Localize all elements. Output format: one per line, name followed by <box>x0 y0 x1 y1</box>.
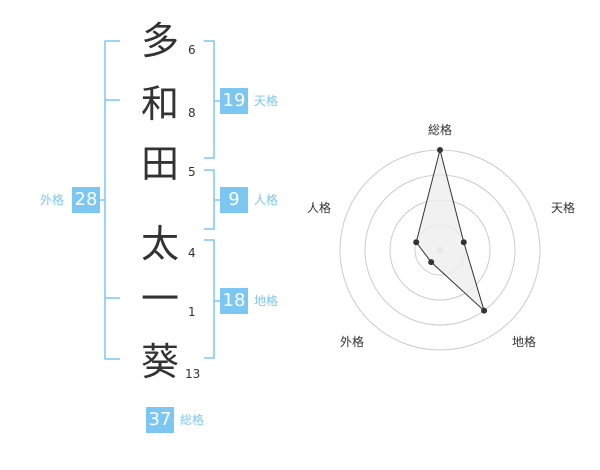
radar-point-2 <box>460 239 467 246</box>
name-char-1: 多 <box>140 19 180 63</box>
stroke-count-5: 1 <box>188 305 196 319</box>
tenkaku-bracket <box>204 40 215 159</box>
radar-axis-label-soukaku: 総格 <box>427 123 453 137</box>
stroke-count-2: 8 <box>188 106 196 120</box>
radar-axis-label-gaikaku: 外格 <box>339 335 365 349</box>
chikaku-label: 地格 <box>254 294 279 308</box>
tenkaku-badge: 19 <box>220 88 248 114</box>
stroke-count-3: 5 <box>188 165 196 179</box>
gaikaku-label: 外格 <box>40 193 65 207</box>
radar-point-1 <box>437 147 443 153</box>
radar-point-5 <box>413 239 420 246</box>
chikaku-badge: 18 <box>220 288 248 314</box>
radar-polygon <box>415 149 486 313</box>
stroke-count-6: 13 <box>185 367 201 381</box>
gaikaku-badge: 28 <box>72 187 100 213</box>
radar-axis-label-jinkaku: 人格 <box>306 201 332 215</box>
name-char-5: 一 <box>140 277 180 321</box>
stroke-count-1: 6 <box>188 43 196 57</box>
name-char-6: 葵 <box>140 340 180 384</box>
name-char-2: 和 <box>140 82 180 126</box>
name-char-3: 田 <box>140 142 180 186</box>
jinkaku-label: 人格 <box>254 193 279 207</box>
name-char-4: 太 <box>140 222 180 266</box>
radar-axis-label-tenkaku: 天格 <box>550 201 576 215</box>
radar-point-4 <box>428 259 435 266</box>
stroke-count-4: 4 <box>188 246 196 260</box>
jinkaku-badge: 9 <box>220 187 248 213</box>
radar-point-3 <box>481 307 488 314</box>
tenkaku-label: 天格 <box>254 94 279 108</box>
soukaku-label: 総格 <box>180 413 205 427</box>
soukaku-badge: 37 <box>146 407 174 433</box>
radar-axis-label-chikaku: 地格 <box>511 335 537 349</box>
chikaku-bracket <box>204 239 215 359</box>
